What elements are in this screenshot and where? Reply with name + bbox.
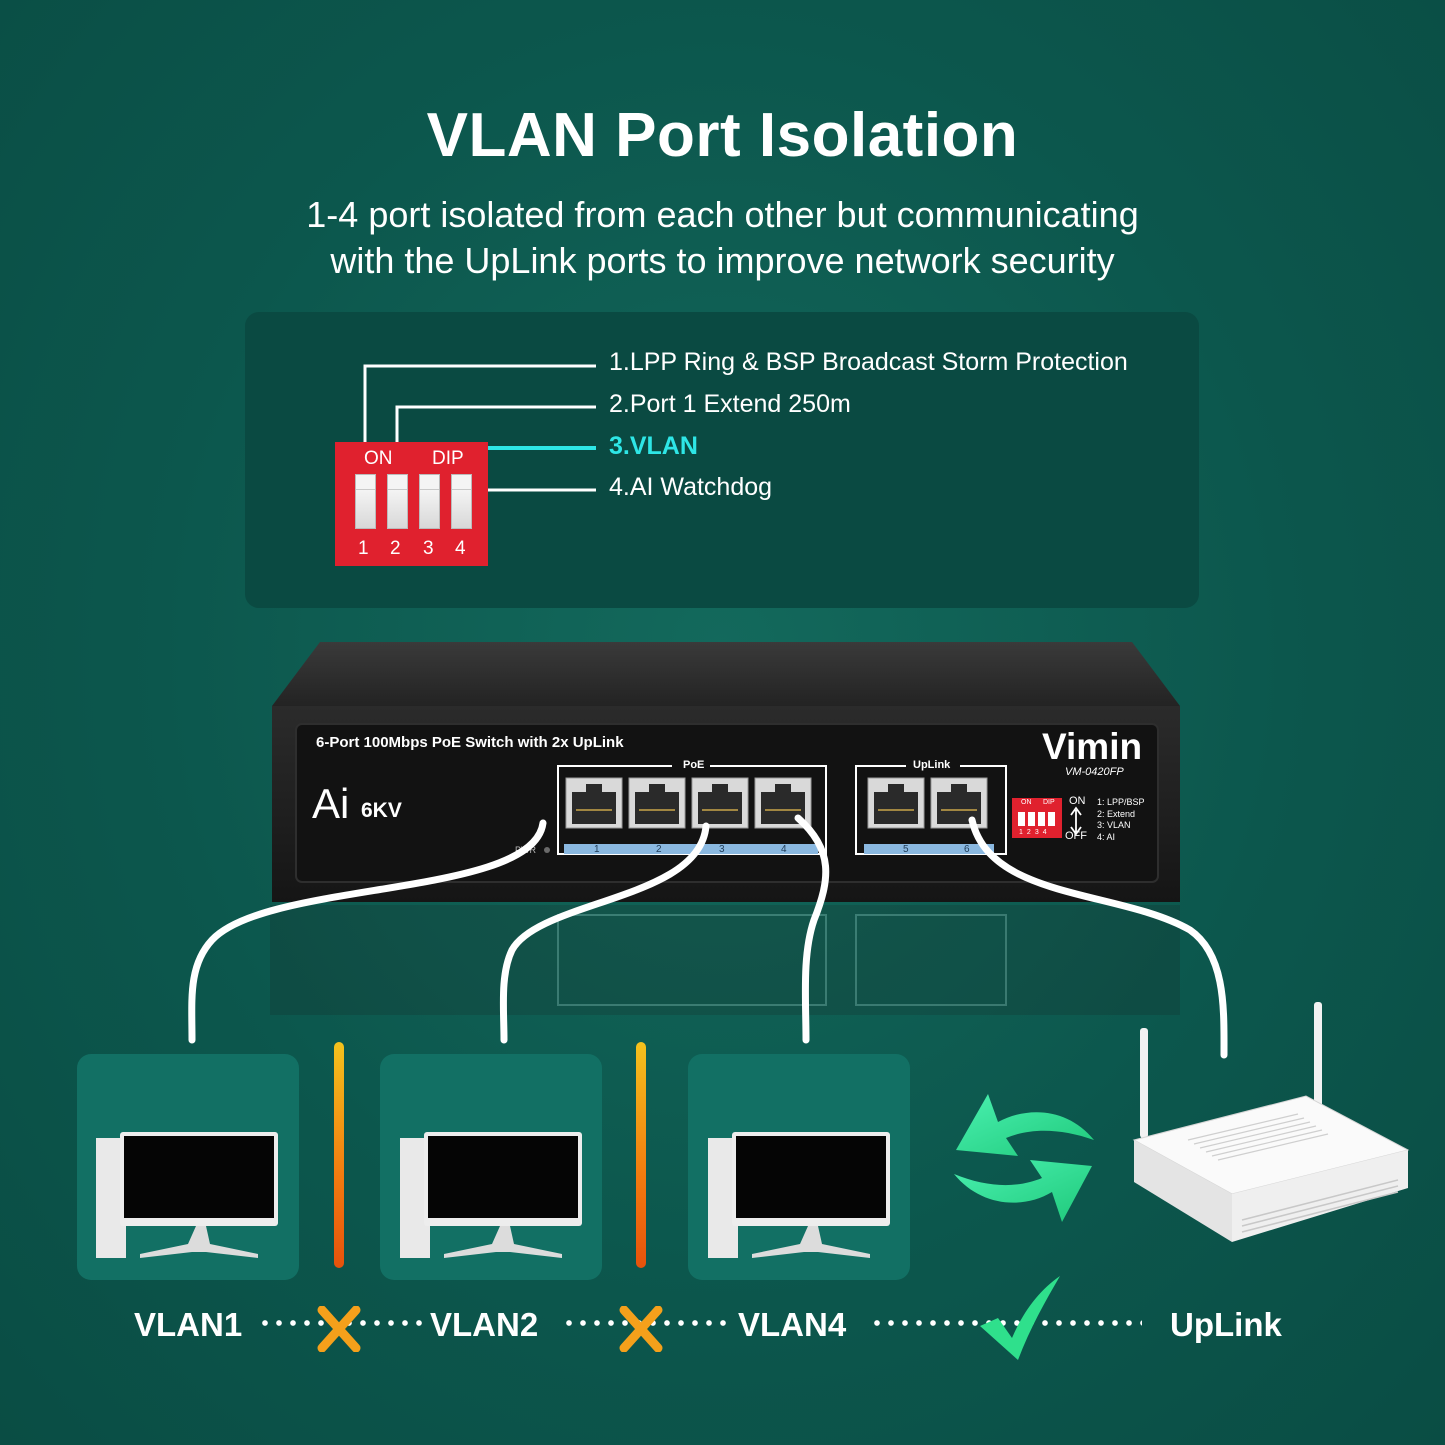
dip-key-3 [419,474,440,529]
switch-kv-label: 6KV [361,799,402,822]
page-subtitle: 1-4 port isolated from each other but co… [0,192,1445,284]
x-mark-icon [619,1306,663,1352]
dip-number-4: 4 [455,538,466,559]
dip-key-4 [451,474,472,529]
switch-brand: Vimin [1042,726,1143,767]
dip-on-label: ON [364,448,393,469]
dip-legend-item-1: 1.LPP Ring & BSP Broadcast Storm Protect… [609,348,1128,376]
cable-vlan2 [499,822,710,1044]
mini-dip-number-3: 3 [1034,829,1039,836]
mini-dip-on-label: ON [1021,799,1032,806]
poe-group-label: PoE [683,759,705,771]
poe-number-strip [564,844,818,854]
subtitle-line-1: 1-4 port isolated from each other but co… [306,194,1139,235]
mini-dip-dip-label: DIP [1043,799,1055,806]
mini-dip-legend-1: 1: LPP/BSP [1097,797,1145,807]
mini-dip-number-4: 4 [1042,829,1047,836]
dip-legend-item-4: 4.AI Watchdog [609,473,773,501]
vlan2-label: VLAN2 [430,1306,539,1343]
power-led [544,847,550,853]
dip-number-1: 1 [358,538,369,559]
mini-dip-numbers: 1 2 3 4 [1019,829,1047,836]
vlan1-label: VLAN1 [134,1306,243,1343]
dip-key-1 [355,474,376,529]
switch-top [272,642,1180,706]
isolation-bar-1 [334,1042,344,1268]
vlan4-label: VLAN4 [738,1306,847,1343]
mini-dip-number-2: 2 [1026,829,1031,836]
port-number-6: 6 [964,844,970,855]
on-off-arrow [1070,806,1082,836]
mini-dip-legend-3: 3: VLAN [1097,820,1131,830]
desktop-computer-icon [708,1132,890,1258]
isolation-bar-2 [636,1042,646,1268]
x-mark-icon [317,1306,361,1352]
uplink-group-label: UpLink [913,759,951,771]
dip-number-2: 2 [390,538,401,559]
uplink-number-strip [864,844,994,854]
dip-legend-item-3: 3.VLAN [609,432,698,460]
desktop-computer-icon [400,1132,582,1258]
desktop-computer-icon [96,1132,278,1258]
dip-key-2 [387,474,408,529]
mini-dip-legend-2: 2: Extend [1097,808,1136,819]
dip-dip-label: DIP [432,448,464,469]
port-number-4: 4 [781,844,787,855]
switch-model-number: VM-0420FP [1065,766,1124,778]
dots-vlan4-uplink [870,1320,1142,1326]
dip-number-3: 3 [423,538,434,559]
cable-vlan4 [794,814,830,1044]
page-title: VLAN Port Isolation [426,101,1019,170]
port-number-5: 5 [903,844,909,855]
router-icon [1132,1002,1410,1242]
check-mark-icon [980,1276,1060,1360]
network-switch [272,642,1180,902]
subtitle-line-2: with the UpLink ports to improve network… [330,240,1115,281]
dip-legend-item-2: 2.Port 1 Extend 250m [609,390,851,418]
uplink-label: UpLink [1170,1306,1282,1343]
switch-model-text: 6-Port 100Mbps PoE Switch with 2x UpLink [316,734,624,751]
switch-reflection [270,905,1180,1015]
port-number-1: 1 [594,844,600,855]
mini-dip-legend: 1: LPP/BSP 2: Extend 3: VLAN 4: AI [1097,797,1145,843]
sync-arrows-icon [954,1094,1094,1222]
port-number-3: 3 [719,844,725,855]
switch-ai-label: Ai [312,780,350,827]
mini-dip-legend-4: 4: AI [1097,831,1116,842]
mini-dip-off: OFF [1065,830,1087,842]
mini-dip-number-1: 1 [1019,829,1023,836]
port-number-2: 2 [656,844,662,855]
cable-uplink [968,816,1228,1059]
mini-dip-on: ON [1069,795,1086,807]
cable-vlan1 [188,819,547,1044]
